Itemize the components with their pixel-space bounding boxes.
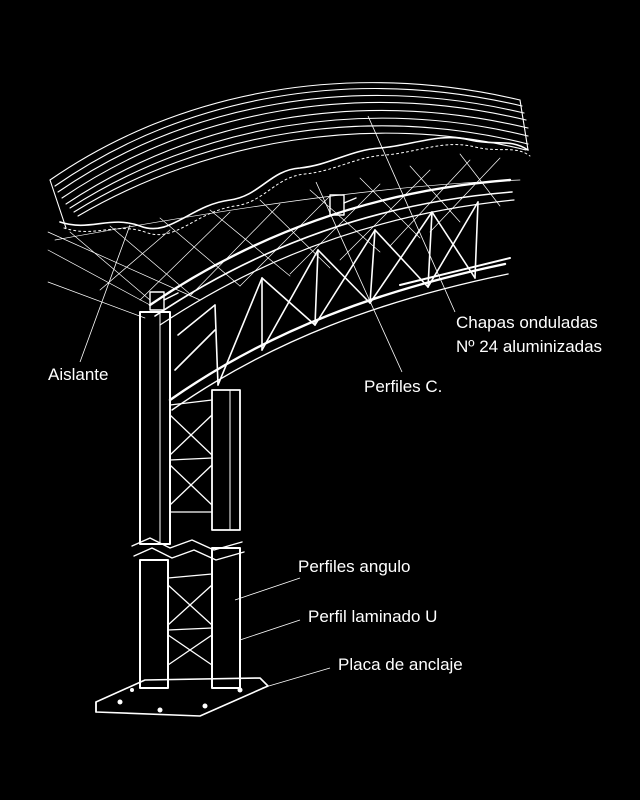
label-chapas-onduladas: Chapas onduladas [456, 313, 598, 332]
leader-perfiles-angulo [234, 577, 301, 601]
label-perfiles-angulo: Perfiles angulo [298, 557, 411, 576]
leader-placa-anclaje [261, 667, 331, 689]
label-aislante: Aislante [48, 365, 109, 384]
insulation-mesh [47, 153, 521, 319]
column-base [95, 547, 269, 717]
purlins [149, 194, 357, 311]
label-perfil-laminado: Perfil laminado U [308, 607, 438, 626]
label-chapas-aluminizadas: Nº 24 aluminizadas [456, 337, 603, 356]
leader-aislante [79, 224, 131, 363]
label-perfiles-c: Perfiles C. [364, 377, 443, 396]
corrugated-roof [49, 82, 531, 236]
leader-perfil-laminado [239, 619, 301, 641]
steel-column [131, 311, 245, 561]
label-placa-anclaje: Placa de anclaje [338, 655, 463, 674]
truss-rafter [148, 178, 515, 411]
leader-chapas [367, 115, 456, 313]
leader-perfiles-c [315, 181, 403, 373]
anchor-bolts [117, 687, 243, 713]
